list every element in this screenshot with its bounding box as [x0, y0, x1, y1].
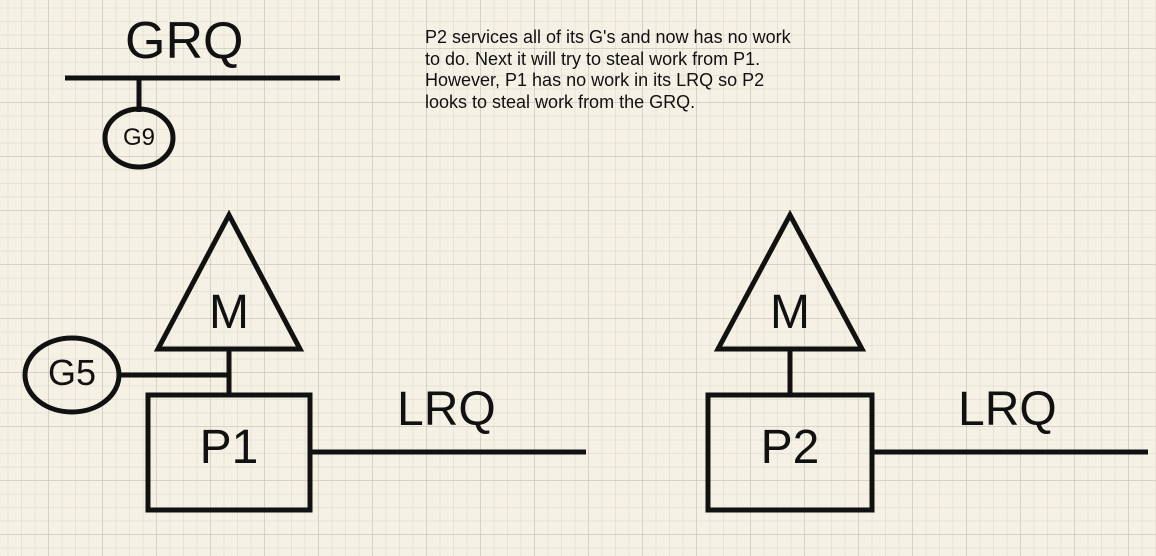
p2-processor-label: P2 — [760, 421, 820, 474]
p1-processor-label: P1 — [199, 421, 259, 474]
g5-label: G5 — [47, 352, 97, 393]
p1-lrq-label: LRQ — [397, 383, 496, 436]
p2-machine-label: M — [770, 286, 810, 339]
grq-label: GRQ — [125, 12, 244, 70]
description-text: P2 services all of its G's and now has n… — [425, 27, 791, 112]
g5-goroutine-circle — [22, 335, 122, 415]
p1-machine-label: M — [209, 286, 249, 339]
g9-goroutine-circle — [102, 106, 176, 170]
p2-lrq-label: LRQ — [958, 383, 1057, 436]
g9-label: G9 — [122, 124, 156, 151]
